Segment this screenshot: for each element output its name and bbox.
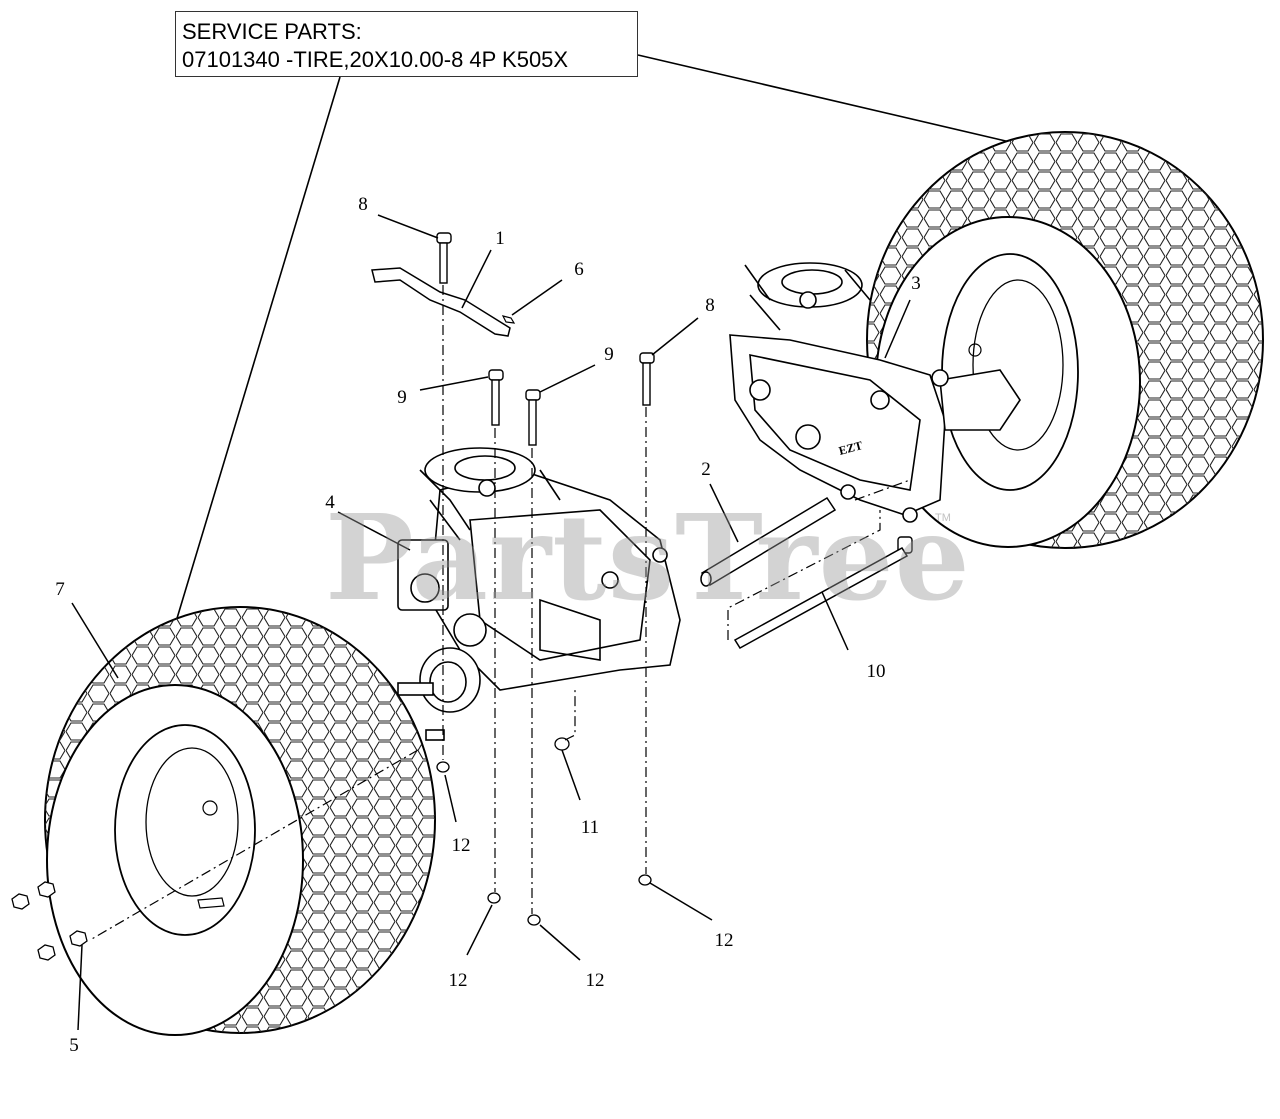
axle-tube-part-2 (700, 496, 837, 587)
callout-12-d[interactable]: 12 (714, 930, 734, 951)
nuts (436, 737, 652, 926)
callout-9-left[interactable]: 9 (397, 387, 407, 408)
callout-2[interactable]: 2 (701, 459, 711, 480)
watermark-tm: TM (935, 512, 951, 524)
service-parts-line: 07101340 -TIRE,20X10.00-8 4P K505X (182, 47, 569, 72)
service-leader-left (174, 76, 341, 626)
svg-text:EZT: EZT (837, 438, 864, 458)
callout-8-top[interactable]: 8 (358, 194, 368, 215)
callout-11[interactable]: 11 (580, 817, 600, 838)
long-bolt-part-10 (733, 547, 909, 649)
callout-9-right[interactable]: 9 (604, 344, 614, 365)
left-transmission (397, 447, 681, 741)
bracket-part-1 (371, 267, 511, 337)
callout-3[interactable]: 3 (911, 273, 921, 294)
callout-6[interactable]: 6 (574, 259, 584, 280)
lug-nuts (11, 881, 88, 961)
callout-4[interactable]: 4 (325, 492, 335, 513)
right-transmission: EZT (729, 262, 1021, 523)
callout-5[interactable]: 5 (69, 1035, 79, 1056)
callout-1[interactable]: 1 (495, 228, 505, 249)
clip-part-6 (501, 315, 516, 324)
callout-12-b[interactable]: 12 (448, 970, 468, 991)
watermark: PartsTree (325, 488, 971, 627)
callout-10[interactable]: 10 (866, 661, 886, 682)
left-tire (44, 606, 436, 1036)
callout-7[interactable]: 7 (55, 579, 65, 600)
service-parts-heading: SERVICE PARTS: (182, 19, 362, 44)
callout-leaders (71, 214, 911, 1031)
service-leader-right (637, 54, 1011, 143)
callout-8-right[interactable]: 8 (705, 295, 715, 316)
right-tire (866, 131, 1264, 549)
service-parts-box: SERVICE PARTS: 07101340 -TIRE,20X10.00-8… (175, 11, 638, 77)
alignment-lines (89, 285, 911, 941)
callout-12-c[interactable]: 12 (585, 970, 605, 991)
callout-12-a[interactable]: 12 (451, 835, 471, 856)
